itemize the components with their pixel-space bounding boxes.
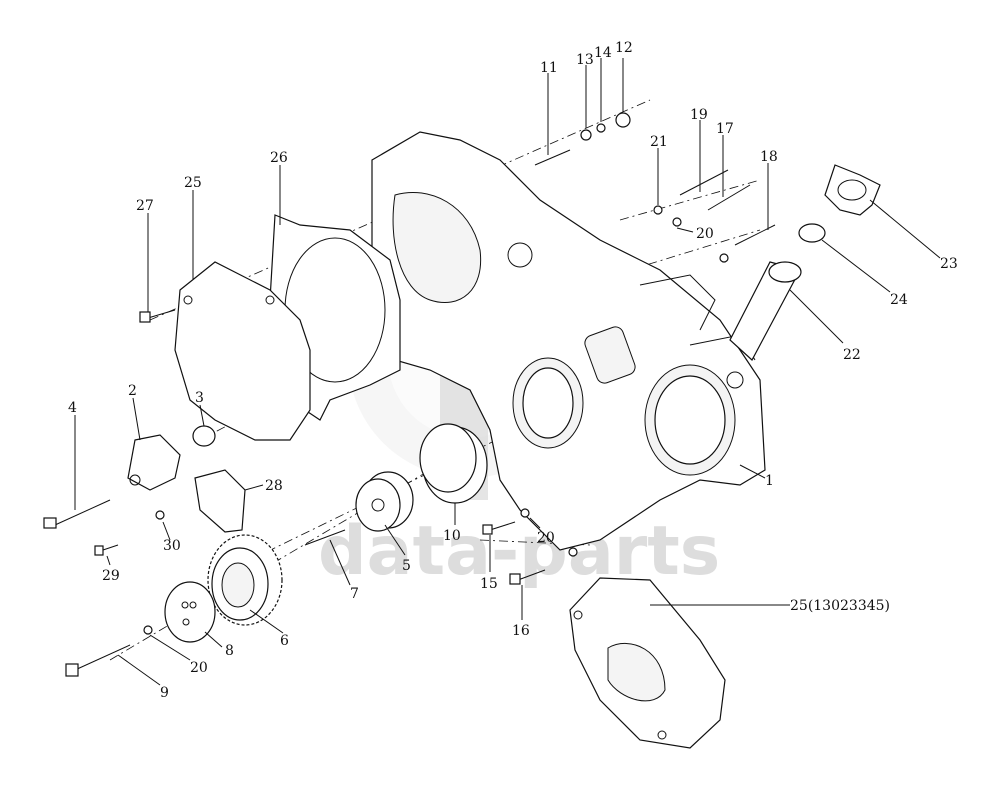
callout-16: 16 <box>512 623 530 639</box>
callout-21: 21 <box>650 134 668 150</box>
hub-5 <box>355 471 414 532</box>
callout-4: 4 <box>68 400 77 416</box>
callout-20-mid: 20 <box>537 530 555 546</box>
callout-30: 30 <box>163 538 181 554</box>
bolt-27 <box>139 309 176 323</box>
callout-22: 22 <box>843 347 861 363</box>
elbow-2 <box>127 434 181 491</box>
callout-12: 12 <box>615 40 633 56</box>
callout-6: 6 <box>280 633 289 649</box>
nut-12 <box>615 112 631 128</box>
plate-28 <box>194 469 246 533</box>
washer-14 <box>596 123 606 133</box>
washer-13 <box>580 129 592 141</box>
o-ring-24 <box>798 223 826 243</box>
callout-19: 19 <box>690 107 708 123</box>
washer-30 <box>155 510 165 520</box>
callout-14: 14 <box>594 45 612 61</box>
callout-28: 28 <box>265 478 283 494</box>
tube-22 <box>729 261 802 361</box>
callout-7: 7 <box>350 586 359 602</box>
gear-6 <box>207 534 283 626</box>
o-ring-3 <box>192 425 216 447</box>
bolt-29 <box>94 544 119 556</box>
cap-23 <box>824 164 881 216</box>
callout-20-low: 20 <box>190 660 208 676</box>
callout-labels: 11 13 14 12 19 17 21 18 20 23 24 22 1 25… <box>68 40 958 701</box>
stud-11 <box>534 149 571 166</box>
callout-20-top: 20 <box>696 226 714 242</box>
cover-plate-13023345 <box>569 577 726 749</box>
callout-23: 23 <box>940 256 958 272</box>
callout-18: 18 <box>760 149 778 165</box>
washer-20-top <box>672 217 682 227</box>
pulley-8 <box>164 581 216 643</box>
bolt-16 <box>509 569 546 585</box>
callout-9: 9 <box>160 685 169 701</box>
bolt-9 <box>65 644 131 677</box>
callout-29: 29 <box>102 568 120 584</box>
callout-24: 24 <box>890 292 908 308</box>
callout-25: 25 <box>184 175 202 191</box>
seal-ring-10 <box>419 423 488 504</box>
cover-plate-25 <box>174 261 311 441</box>
leader-lines <box>74 58 941 686</box>
callout-26: 26 <box>270 150 288 166</box>
callout-2: 2 <box>128 383 137 399</box>
callout-13: 13 <box>576 52 594 68</box>
bolt-15 <box>482 521 516 535</box>
callout-27: 27 <box>136 198 154 214</box>
callout-17: 17 <box>716 121 734 137</box>
shaft-7 <box>304 529 346 546</box>
bolt-19 <box>679 169 729 196</box>
washer-21 <box>653 205 663 215</box>
bolt-4 <box>43 499 111 529</box>
callout-3: 3 <box>195 390 204 406</box>
callout-11: 11 <box>540 60 558 76</box>
bolt-17 <box>707 184 751 211</box>
washer-20-mid <box>520 508 530 518</box>
callout-1: 1 <box>765 473 774 489</box>
bolt-18 <box>734 224 776 246</box>
callout-25-part-number: 25(13023345) <box>790 598 890 614</box>
washer-20-right <box>568 547 578 557</box>
callout-8: 8 <box>225 643 234 659</box>
callout-10: 10 <box>443 528 461 544</box>
gear-housing <box>371 131 766 551</box>
washer-20-b <box>719 253 729 263</box>
washer-20-low <box>143 625 153 635</box>
callout-5: 5 <box>402 558 411 574</box>
callout-15: 15 <box>480 576 498 592</box>
